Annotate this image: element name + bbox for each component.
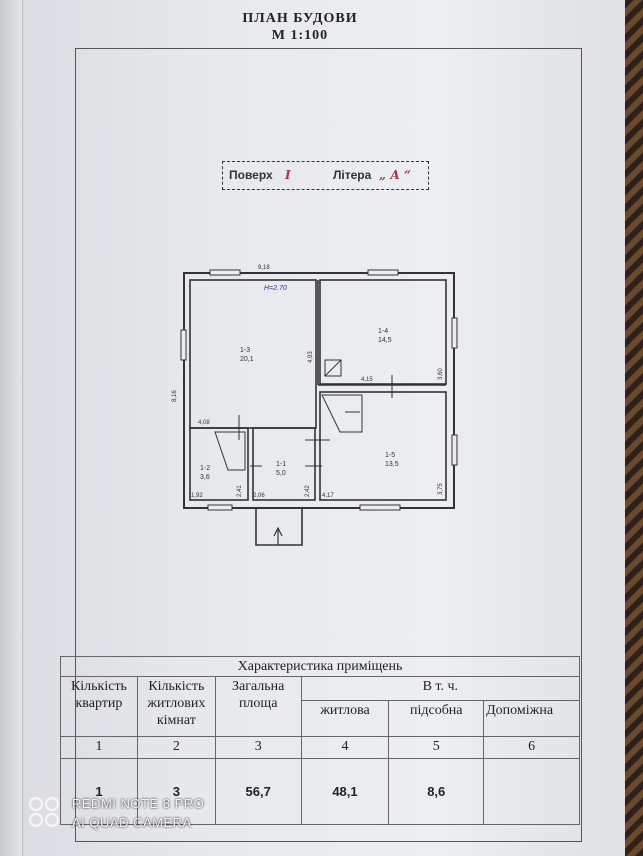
- camera-logo-icon: [28, 796, 60, 828]
- wall-room-1-2: [189, 427, 249, 501]
- room-id-1-1: 1-1: [276, 461, 286, 468]
- dim-room-1-3-height: 4,93: [308, 351, 314, 363]
- value-living-rooms: 3: [136, 758, 216, 825]
- entrance-porch: [255, 508, 303, 546]
- window-top-right: [367, 269, 399, 276]
- value-apartments: 1: [60, 758, 138, 825]
- height-note: H=2.70: [264, 285, 287, 292]
- room-area-1-3: 20,1: [240, 356, 254, 363]
- room-characteristics-table: Характеристика приміщень Кількість кварт…: [60, 656, 581, 825]
- header-including: В т. ч.: [300, 676, 581, 701]
- dim-room-1-2-width: 1,92: [191, 493, 203, 499]
- stamp-floor-label: Поверх: [229, 168, 273, 182]
- col-number-1: 1: [60, 736, 138, 759]
- stamp-letter-label: Літера: [333, 168, 372, 182]
- window-right-bottom: [451, 434, 458, 466]
- room-id-1-3: 1-3: [240, 347, 250, 354]
- dim-room-1-5-height: 3,75: [438, 483, 444, 495]
- header-utility: підсобна: [388, 700, 485, 737]
- floor-stamp: Поверх I Літера „ А “: [222, 161, 429, 190]
- value-auxiliary-area: [483, 758, 580, 825]
- document-title: ПЛАН БУДОВИ: [242, 11, 358, 26]
- previous-page-edge: [0, 0, 23, 856]
- window-bottom-left: [207, 504, 233, 511]
- entrance-arrow: [273, 526, 283, 545]
- col-number-6: 6: [483, 736, 580, 759]
- room-area-1-5: 13,5: [385, 461, 399, 468]
- value-utility-area: 8,6: [388, 758, 485, 825]
- dim-room-1-5-width: 4,17: [322, 493, 334, 499]
- window-bottom-right: [359, 504, 401, 511]
- dim-left: 8,16: [172, 390, 178, 402]
- header-living: житлова: [300, 700, 390, 737]
- document-scale: М 1:100: [271, 28, 329, 43]
- room-id-1-4: 1-4: [378, 328, 388, 335]
- col-number-2: 2: [136, 736, 216, 759]
- dim-room-1-1-width: 2,06: [253, 493, 265, 499]
- stair-symbol-room-1-2: [214, 431, 246, 471]
- col-number-4: 4: [300, 736, 390, 759]
- value-living-area: 48,1: [300, 758, 390, 825]
- document-heading: ПЛАН БУДОВИ М 1:100: [200, 10, 400, 44]
- wall-room-1-4: [319, 279, 447, 385]
- watermark-line-2: AI QUAD CAMERA: [72, 815, 192, 830]
- stair-symbol-room-1-5: [321, 394, 363, 433]
- watermark-line-1: REDMI NOTE 8 PRO: [72, 796, 205, 811]
- window-top-left: [209, 269, 241, 276]
- dim-room-1-4-height: 3,60: [438, 368, 444, 380]
- col-number-5: 5: [388, 736, 485, 759]
- room-id-1-5: 1-5: [385, 452, 395, 459]
- col-number-3: 3: [214, 736, 302, 759]
- wall-room-1-3: [189, 279, 317, 429]
- room-area-1-4: 14,5: [378, 337, 392, 344]
- dim-top: 9,18: [258, 265, 270, 271]
- wall-room-1-5: [319, 391, 447, 501]
- header-auxiliary: Допоміжна: [483, 700, 580, 737]
- stamp-floor-value: I: [285, 168, 291, 182]
- stove-diagonal: [324, 359, 342, 377]
- outer-wall: [183, 272, 455, 509]
- stove-symbol-room-1-4: [324, 359, 342, 377]
- header-living-rooms: Кількість житлових кімнат: [136, 676, 216, 737]
- value-total-area: 56,7: [214, 758, 302, 825]
- header-total-area: Загальна площа: [214, 676, 302, 737]
- header-apartments: Кількість квартир: [60, 676, 138, 737]
- wall-room-1-1: [252, 427, 316, 501]
- dim-room-1-4-width: 4,15: [361, 377, 373, 383]
- dim-room-1-3-width: 4,08: [198, 420, 210, 426]
- window-left: [180, 329, 187, 361]
- room-area-1-2: 3,6: [200, 474, 210, 481]
- dim-room-1-1-height: 2,42: [305, 485, 311, 497]
- window-right-top: [451, 317, 458, 349]
- room-area-1-1: 5,0: [276, 470, 286, 477]
- dim-room-1-2-height: 2,41: [237, 485, 243, 497]
- table-caption: Характеристика приміщень: [60, 656, 580, 677]
- stamp-letter-value: „ А “: [379, 168, 411, 182]
- room-id-1-2: 1-2: [200, 465, 210, 472]
- drawing-frame: [75, 48, 582, 842]
